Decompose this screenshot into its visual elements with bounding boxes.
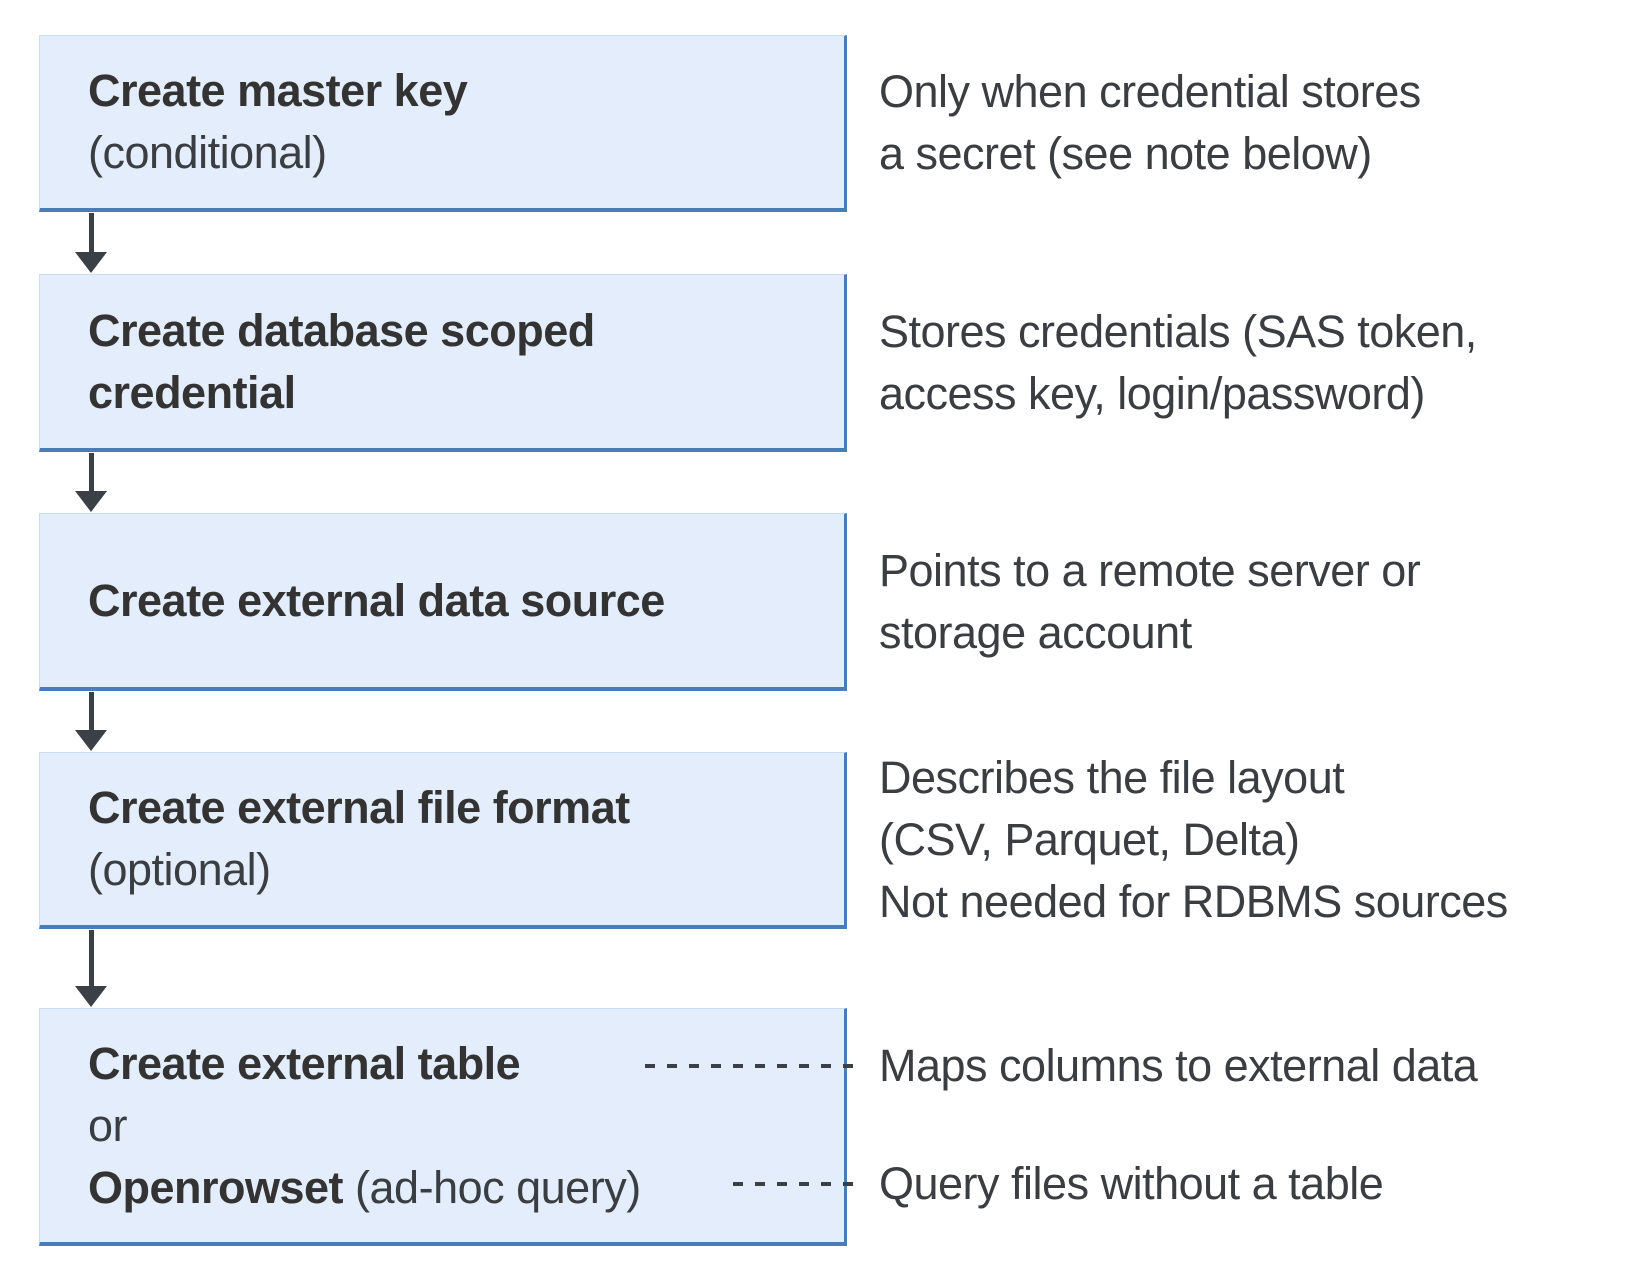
- step-box-create-external-data-source: Create external data source: [39, 513, 847, 691]
- arrow-stem: [88, 692, 94, 732]
- annotation-openrowset: Query files without a table: [879, 1153, 1384, 1215]
- arrow-head: [75, 491, 107, 512]
- step-box-text: Create database scoped credential: [88, 300, 595, 424]
- annotation-line: Query files without a table: [879, 1158, 1384, 1209]
- annotation-line: a secret (see note below): [879, 128, 1372, 179]
- step-or-label: or: [88, 1099, 128, 1151]
- arrow-stem: [88, 453, 94, 493]
- step-title: credential: [88, 366, 296, 418]
- step-title: Create database scoped: [88, 304, 595, 356]
- step-title-suffix: (ad-hoc query): [343, 1161, 641, 1213]
- annotation-line: Points to a remote server or: [879, 545, 1421, 596]
- down-arrow-icon: [75, 213, 107, 273]
- step-note: (optional): [88, 844, 271, 895]
- arrow-head: [75, 730, 107, 751]
- annotation-line: Only when credential stores: [879, 66, 1421, 117]
- step-title: Create external file format: [88, 782, 630, 833]
- annotation-database-scoped-credential: Stores credentials (SAS token, access ke…: [879, 301, 1477, 425]
- arrow-stem: [88, 930, 94, 988]
- annotation-line: Stores credentials (SAS token,: [879, 306, 1477, 357]
- step-title: Create external table: [88, 1037, 521, 1089]
- dashed-connector-openrowset: [733, 1182, 865, 1186]
- dashed-connector-external-table: [645, 1064, 865, 1068]
- annotation-master-key: Only when credential stores a secret (se…: [879, 61, 1421, 185]
- annotation-line: Maps columns to external data: [879, 1040, 1478, 1091]
- annotation-line: Not needed for RDBMS sources: [879, 876, 1508, 927]
- annotation-external-table: Maps columns to external data: [879, 1035, 1478, 1097]
- step-box-create-master-key: Create master key (conditional): [39, 35, 847, 212]
- step-box-text: Create external file format (optional): [88, 777, 630, 901]
- step-title: Create master key: [88, 65, 468, 116]
- arrow-head: [75, 986, 107, 1007]
- annotation-line: access key, login/password): [879, 368, 1425, 419]
- step-title: Openrowset: [88, 1161, 344, 1213]
- annotation-external-data-source: Points to a remote server or storage acc…: [879, 540, 1421, 664]
- annotation-line: storage account: [879, 607, 1192, 658]
- step-box-create-external-table-or-openrowset: Create external table or Openrowset (ad-…: [39, 1008, 847, 1246]
- step-box-create-external-file-format: Create external file format (optional): [39, 752, 847, 929]
- down-arrow-icon: [75, 453, 107, 512]
- step-box-text: Create external data source: [88, 570, 665, 632]
- step-note: (conditional): [88, 127, 327, 178]
- annotation-external-file-format: Describes the file layout (CSV, Parquet,…: [879, 747, 1508, 933]
- step-box-text: Create master key (conditional): [88, 60, 468, 184]
- annotation-line: Describes the file layout: [879, 752, 1345, 803]
- step-box-text: Create external table or Openrowset (ad-…: [88, 1033, 641, 1219]
- arrow-stem: [88, 213, 94, 254]
- down-arrow-icon: [75, 930, 107, 1007]
- annotation-line: (CSV, Parquet, Delta): [879, 814, 1300, 865]
- step-box-create-database-scoped-credential: Create database scoped credential: [39, 274, 847, 452]
- arrow-head: [75, 252, 107, 273]
- step-title: Create external data source: [88, 574, 665, 626]
- down-arrow-icon: [75, 692, 107, 751]
